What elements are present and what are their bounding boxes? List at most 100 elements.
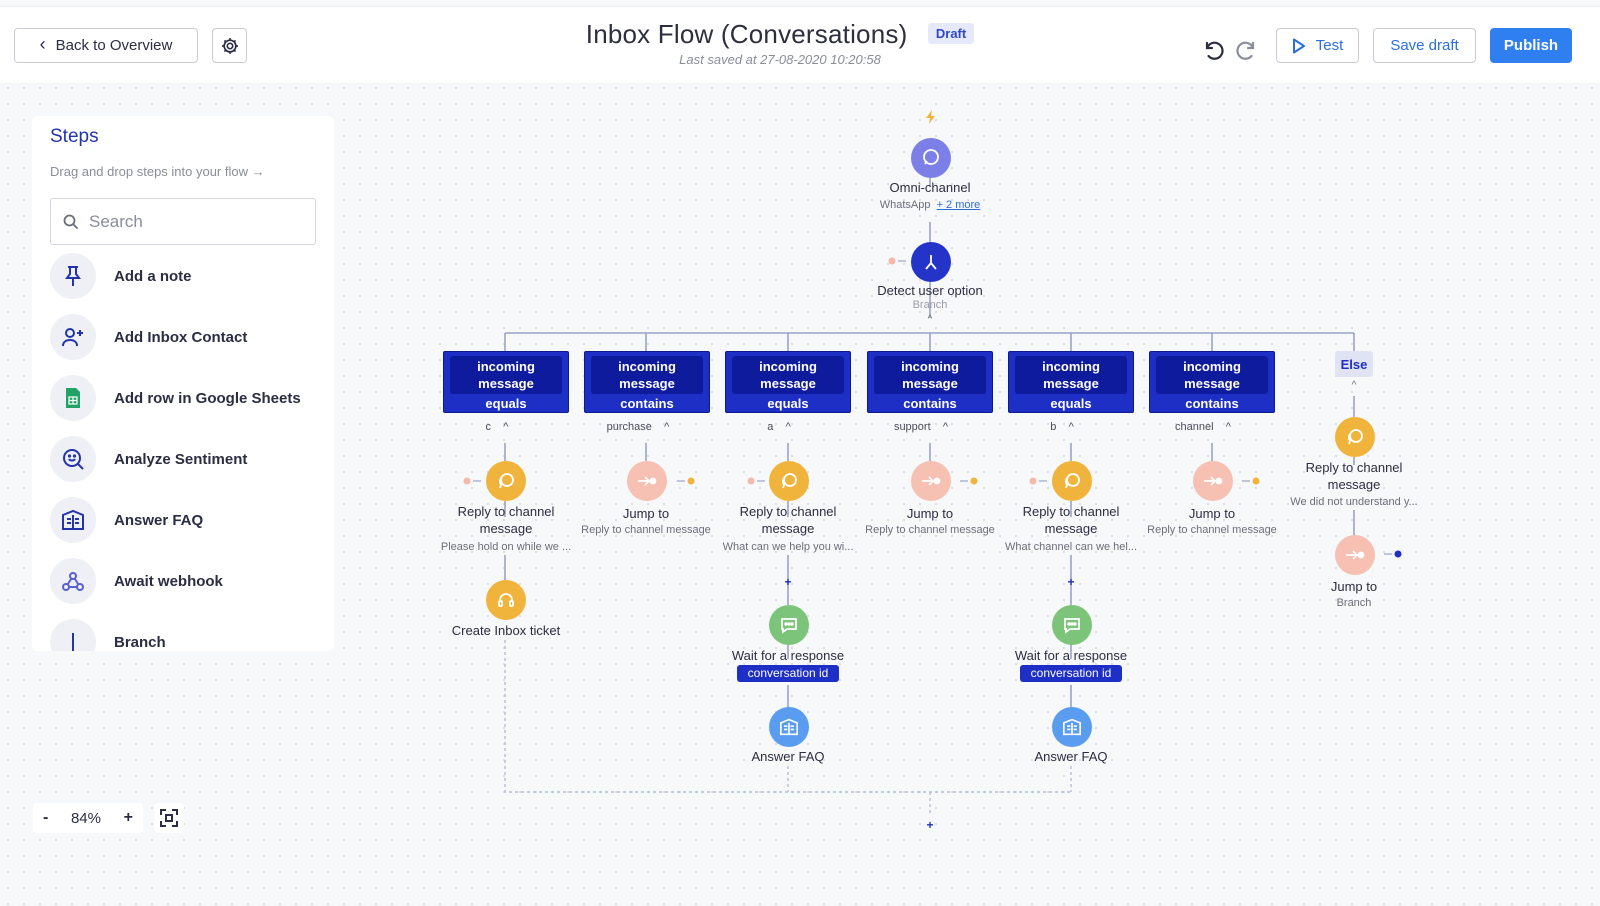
zoom-out-button[interactable]: - xyxy=(43,809,49,826)
trigger-label: Omni-channel xyxy=(889,180,971,195)
step-item-analyze-sentiment[interactable]: Analyze Sentiment xyxy=(50,436,247,482)
jump-target: Reply to channel message xyxy=(581,524,711,536)
trigger-channel: WhatsApp xyxy=(879,199,931,211)
jump-label: Jump to xyxy=(1188,506,1236,521)
more-channels-link[interactable]: + 2 more xyxy=(936,199,981,211)
condition-line: incoming xyxy=(901,359,959,374)
condition-value-text: b xyxy=(1050,421,1057,433)
step-item-add-note[interactable]: Add a note xyxy=(50,253,192,299)
label-line: Reply to channel xyxy=(1022,504,1120,519)
steps-panel-hint: Drag and drop steps into your flow → xyxy=(50,164,265,179)
create-ticket-node[interactable] xyxy=(486,580,526,620)
zoom-in-button[interactable]: + xyxy=(123,809,133,826)
step-item-add-inbox-contact[interactable]: Add Inbox Contact xyxy=(50,314,247,360)
answer-faq-node[interactable] xyxy=(769,707,809,747)
add-step-button[interactable]: + xyxy=(1067,575,1075,589)
jump-target: Reply to channel message xyxy=(1147,524,1277,536)
fit-screen-icon xyxy=(160,809,178,827)
label-line: message xyxy=(1327,477,1381,492)
jump-to-node[interactable] xyxy=(627,461,667,501)
chat-wait-icon xyxy=(1064,618,1080,634)
collapse-caret-icon[interactable]: ^ xyxy=(927,314,933,325)
label-line: Reply to channel xyxy=(457,504,555,519)
trigger-bolt-icon xyxy=(926,110,935,124)
jump-arrow-icon xyxy=(1204,476,1223,486)
flow-title-area: Inbox Flow (Conversations) Draft Last sa… xyxy=(560,19,1000,67)
label-line: message xyxy=(479,521,533,536)
jump-label: Jump to xyxy=(1330,579,1378,594)
condition-operator: contains xyxy=(903,396,957,411)
add-step-button[interactable]: + xyxy=(784,575,792,589)
omni-channel-trigger-node[interactable] xyxy=(911,138,951,178)
chat-reply-icon xyxy=(498,473,514,489)
reply-channel-node[interactable] xyxy=(486,461,526,501)
step-item-await-webhook[interactable]: Await webhook xyxy=(50,558,223,604)
label-line: Reply to channel xyxy=(1305,460,1403,475)
reply-channel-node[interactable] xyxy=(1335,417,1375,457)
jump-to-node[interactable] xyxy=(911,461,951,501)
back-to-overview-button[interactable]: ‹ Back to Overview xyxy=(14,28,198,63)
label-line: message xyxy=(761,521,815,536)
step-item-branch[interactable]: Branch xyxy=(50,619,166,651)
redo-icon[interactable] xyxy=(1234,39,1258,63)
reply-node-preview: What can we help you wi... xyxy=(722,541,854,553)
step-search-box xyxy=(50,198,316,245)
step-item-answer-faq[interactable]: Answer FAQ xyxy=(50,497,203,543)
chat-reply-icon xyxy=(1347,429,1363,445)
collapse-caret-icon[interactable]: ^ xyxy=(1225,421,1231,433)
add-step-button[interactable]: + xyxy=(926,818,934,832)
reply-node-label: Reply to channel message xyxy=(431,503,581,537)
pin-icon xyxy=(50,253,96,299)
condition-line: message xyxy=(760,376,816,391)
collapse-caret-icon[interactable]: ^ xyxy=(1068,421,1074,433)
collapse-caret-icon[interactable]: ^ xyxy=(503,421,509,433)
condition-operator: equals xyxy=(767,396,809,411)
condition-line: message xyxy=(1184,376,1240,391)
collapse-caret-icon[interactable]: ^ xyxy=(1351,380,1357,391)
steps-panel-title: Steps xyxy=(50,126,99,147)
condition-line: incoming xyxy=(618,359,676,374)
top-bar: ‹ Back to Overview Inbox Flow (Conversat… xyxy=(0,6,1600,82)
reply-channel-node[interactable] xyxy=(769,461,809,501)
step-search-input[interactable] xyxy=(89,211,309,232)
collapse-caret-icon[interactable]: ^ xyxy=(664,421,670,433)
condition-line: incoming xyxy=(477,359,535,374)
publish-button[interactable]: Publish xyxy=(1490,28,1572,63)
collapse-caret-icon[interactable]: ^ xyxy=(942,421,949,433)
condition-value-text: channel xyxy=(1175,421,1214,433)
save-draft-button[interactable]: Save draft xyxy=(1373,28,1476,63)
chat-reply-icon xyxy=(781,473,797,489)
test-button[interactable]: Test xyxy=(1276,28,1359,63)
branch-sub: Branch xyxy=(912,299,948,311)
chat-wait-icon xyxy=(781,618,797,634)
condition-value: purchase ^ xyxy=(578,421,698,433)
condition-operator: equals xyxy=(485,396,527,411)
else-badge[interactable]: Else xyxy=(1335,351,1373,377)
test-button-label: Test xyxy=(1315,37,1344,54)
condition-value: channel ^ xyxy=(1143,421,1263,433)
zoom-level: 84% xyxy=(70,809,101,827)
jump-to-node[interactable] xyxy=(1335,535,1375,575)
step-item-label: Analyze Sentiment xyxy=(114,450,248,468)
wait-response-node[interactable] xyxy=(1052,605,1092,645)
collapse-caret-icon[interactable]: ^ xyxy=(785,421,791,433)
jump-to-node[interactable] xyxy=(1193,461,1233,501)
step-item-google-sheets[interactable]: Add row in Google Sheets xyxy=(50,375,301,421)
chevron-left-icon: ‹ xyxy=(39,34,46,54)
detect-user-option-node[interactable] xyxy=(911,242,951,282)
wait-response-node[interactable] xyxy=(769,605,809,645)
settings-button[interactable] xyxy=(212,28,247,63)
undo-icon[interactable] xyxy=(1202,39,1226,63)
answer-faq-node[interactable] xyxy=(1052,707,1092,747)
reply-channel-node[interactable] xyxy=(1052,461,1092,501)
status-badge: Draft xyxy=(927,23,975,44)
faq-book-icon xyxy=(1063,718,1081,736)
headset-icon xyxy=(498,593,514,607)
fit-to-screen-button[interactable] xyxy=(154,803,184,833)
